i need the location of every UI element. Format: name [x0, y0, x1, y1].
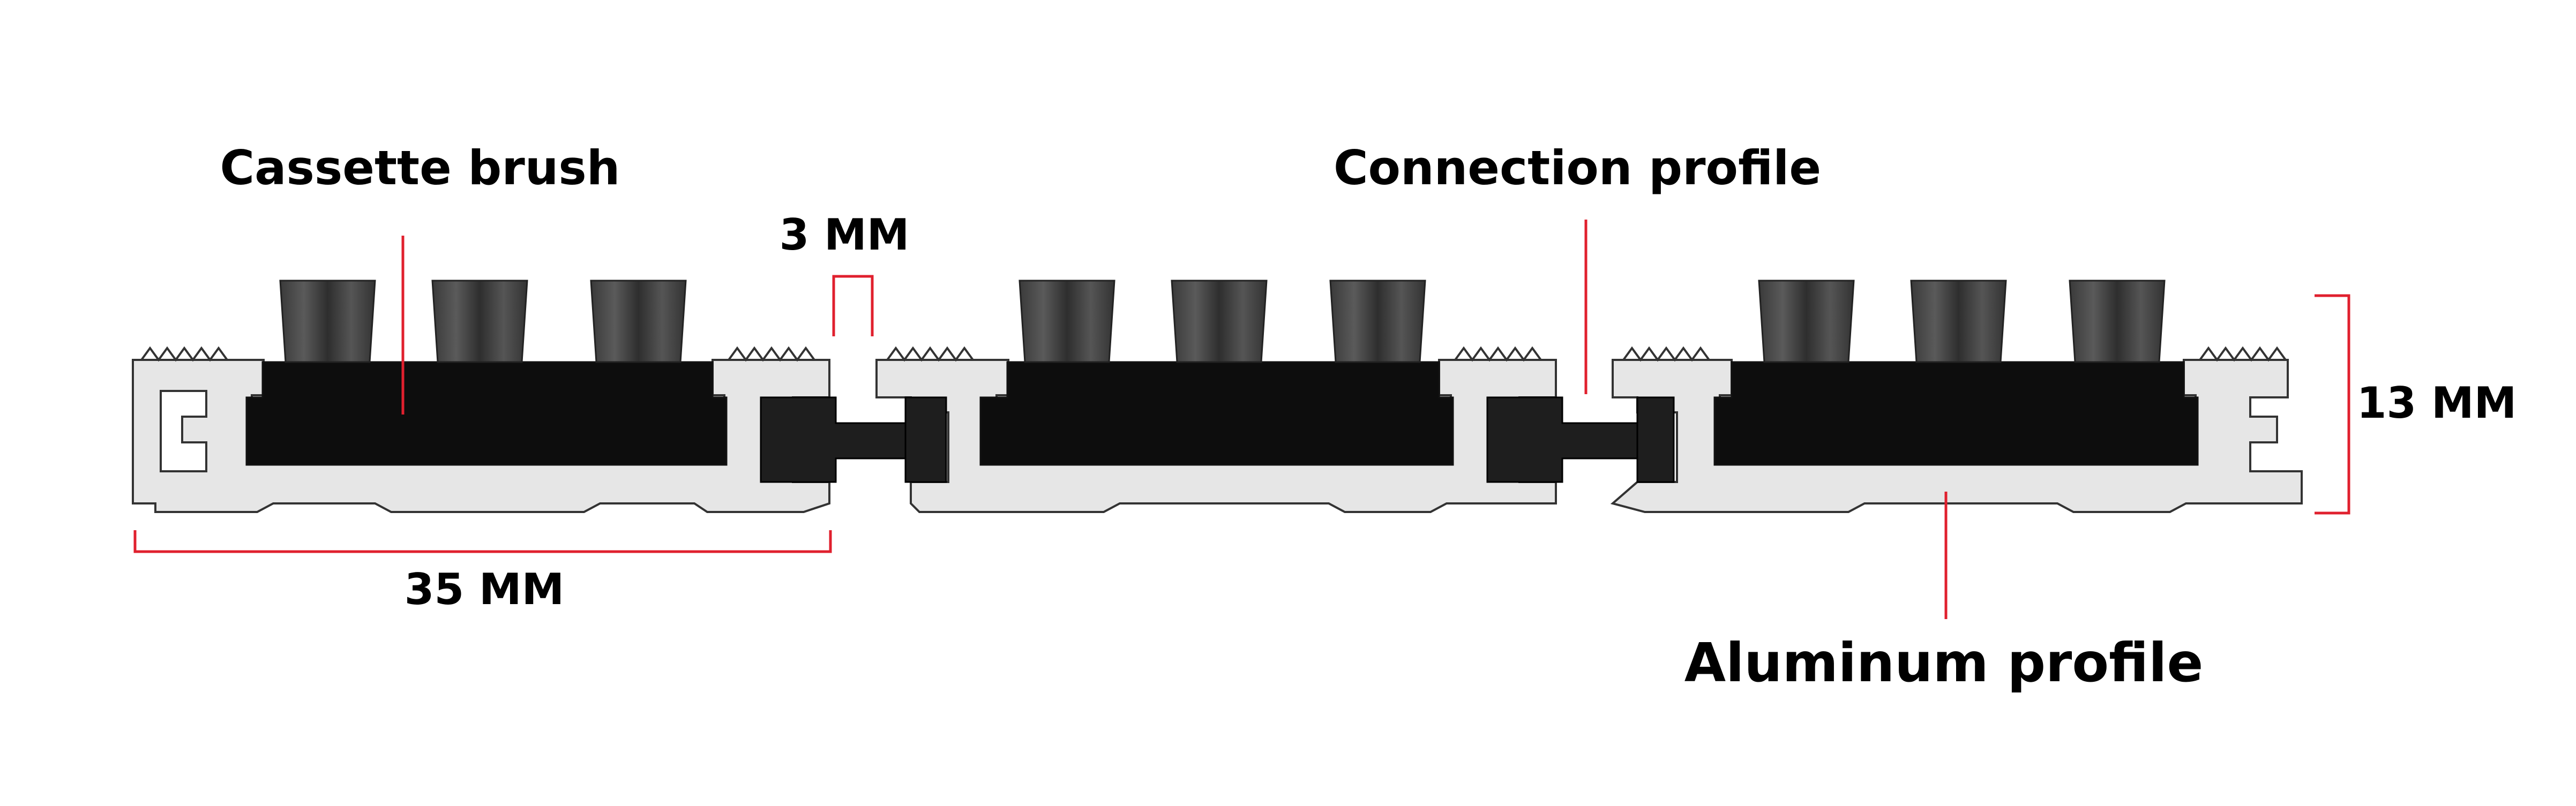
connector-slot — [904, 396, 947, 483]
bristle-tuft — [1171, 280, 1268, 363]
cassette-brush-label: Cassette brush — [220, 140, 620, 195]
connection-profile-label: Connection profile — [1334, 140, 1821, 195]
aluminum-profile-segment-3 — [1610, 280, 2303, 513]
bristle-tuft — [2069, 280, 2166, 363]
bristle-tuft — [1758, 280, 1855, 363]
height-dimension-bracket — [2315, 294, 2350, 515]
width-dimension-bracket — [133, 530, 832, 553]
profile-teeth — [886, 346, 974, 362]
aluminum-profile-segment-1 — [132, 280, 830, 513]
aluminum-profile-label: Aluminum profile — [1684, 631, 2204, 694]
aluminum-profile-segment-2 — [875, 280, 1557, 513]
profile-teeth — [140, 346, 228, 362]
cassette-brush-insert — [245, 361, 728, 466]
bristle-tuft — [279, 280, 376, 363]
bristle-tuft — [1910, 280, 2007, 363]
height-dimension-label: 13 MM — [2357, 378, 2517, 428]
cassette-brush-insert — [979, 361, 1454, 466]
gap-dimension-bracket — [832, 275, 874, 336]
connector-slot — [1636, 396, 1675, 483]
bristle-tuft — [431, 280, 528, 363]
profile-teeth — [1454, 346, 1542, 362]
profile-teeth — [2199, 346, 2287, 362]
gap-dimension-label: 3 MM — [780, 210, 910, 260]
bristle-tuft — [1019, 280, 1115, 363]
width-dimension-label: 35 MM — [405, 564, 564, 614]
profile-teeth — [728, 346, 815, 362]
annotations — [133, 220, 2350, 619]
profile-teeth — [1622, 346, 1710, 362]
cassette-brush-insert — [1713, 361, 2199, 466]
bristle-tuft — [1329, 280, 1426, 363]
bristle-tuft — [590, 280, 687, 363]
